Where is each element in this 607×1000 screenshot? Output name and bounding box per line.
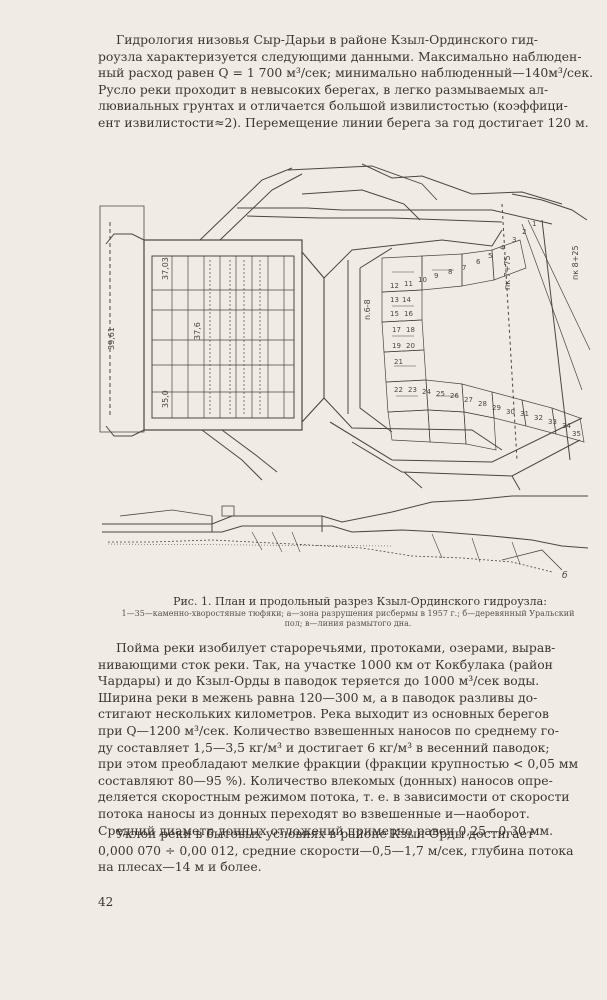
mattress-number: 25 xyxy=(436,390,445,398)
mattress-number: 33 xyxy=(548,418,557,426)
dim-label-37-03: 37,03 xyxy=(161,257,170,280)
text-line: ент извилистости≈2). Перемещение линии б… xyxy=(98,114,589,130)
mattress-number: 28 xyxy=(478,400,487,408)
mattress-number: 9 xyxy=(434,272,438,280)
mattress-number: 20 xyxy=(406,342,415,350)
mattress-number: 27 xyxy=(464,396,473,404)
mattress-number: 16 xyxy=(404,310,413,318)
longitudinal-section: б xyxy=(102,495,589,581)
text-line: составляют 80—95 %). Количество влекомых… xyxy=(98,772,553,788)
text-line: Ширина реки в межень равна 120—300 м, а … xyxy=(98,689,538,705)
paragraph-hydrology-intro: Гидрология низовья Сыр-Дарьи в районе Кз… xyxy=(98,32,598,132)
figure-caption: Рис. 1. План и продольный разрез Кзыл-Ор… xyxy=(173,595,547,608)
figure-legend: 1—35—каменно-хворостяные тюфяки; а—зона … xyxy=(98,609,598,629)
text-line: Чардары) и до Кзыл-Орды в паводок теряет… xyxy=(98,673,540,689)
text-line: при Q—1200 м³/сек. Количество взвешенных… xyxy=(98,722,559,738)
mattress-number: 4 xyxy=(500,244,505,252)
mattress-number: 13 xyxy=(390,296,399,304)
text-line: на плесах—14 м и более. xyxy=(98,859,262,875)
text-line: Русло реки проходит в невысоких берегах,… xyxy=(98,81,549,97)
dim-label-pk-8-25: пк 8+25 xyxy=(571,245,580,280)
mattress-number: 29 xyxy=(492,404,501,412)
text-line: Гидрология низовья Сыр-Дарьи в районе Кз… xyxy=(116,32,538,47)
text-line: Средний диаметр донных отложений примерн… xyxy=(98,822,554,838)
text-line: нивающими сток реки. Так, на участке 100… xyxy=(98,656,553,672)
text-line: деляется скоростным режимом потока, т. е… xyxy=(98,789,570,805)
text-line: Пойма реки изобилует староречьями, прото… xyxy=(116,640,556,655)
dim-label-n6-8: n.6-8 xyxy=(363,299,372,320)
mattress-number: 1 xyxy=(532,220,536,228)
text-line: ный расход равен Q = 1 700 м³/сек; миним… xyxy=(98,65,594,81)
mattress-number: 17 xyxy=(392,326,401,334)
mattress-number: 12 xyxy=(390,282,399,290)
section-label-b: б xyxy=(562,571,568,581)
paragraph-floodplain: Пойма реки изобилует староречьями, прото… xyxy=(98,640,598,839)
page-number: 42 xyxy=(98,895,114,909)
mattress-number: 2 xyxy=(522,228,526,236)
text-line: 0,000 070 ÷ 0,00 012, средние скорости—0… xyxy=(98,842,574,858)
mattress-number: 19 xyxy=(392,342,401,350)
plan-view: 39,61 37,03 37,6 35,0 n.6-8 пк 7+75 пк 8… xyxy=(99,163,591,491)
mattress-number: 15 xyxy=(390,310,399,318)
text-line: стигают нескольких километров. Река выхо… xyxy=(98,706,549,722)
mattress-number: 21 xyxy=(394,358,403,366)
paragraph-river-slope: Уклон реки в бытовых условиях в районе К… xyxy=(98,826,598,876)
mattress-number: 24 xyxy=(422,388,431,396)
legend-line: 1—35—каменно-хворостяные тюфяки; а—зона … xyxy=(121,609,575,618)
mattress-number: 35 xyxy=(572,430,581,438)
hydro-node-drawing: 39,61 37,03 37,6 35,0 n.6-8 пк 7+75 пк 8… xyxy=(99,163,591,581)
dim-label-39-61: 39,61 xyxy=(107,327,116,350)
text-line: ду составляет 1,5—3,5 кг/м³ и достигает … xyxy=(98,739,550,755)
mattress-number: 31 xyxy=(520,410,529,418)
mattress-number: 8 xyxy=(448,268,452,276)
text-line: роузла характеризуется следующими данным… xyxy=(98,48,582,64)
mattress-number: 34 xyxy=(562,422,571,430)
text-line: при этом преобладают мелкие фракции (фра… xyxy=(98,756,579,772)
mattress-number: 32 xyxy=(534,414,543,422)
mattress-number: 11 xyxy=(404,280,413,288)
dim-label-pk-7-75: пк 7+75 xyxy=(503,255,512,290)
mattress-number: 22 xyxy=(394,386,403,394)
mattress-number: 26 xyxy=(450,392,459,400)
mattress-number: 30 xyxy=(506,408,515,416)
text-line: потока наносы из донных переходят во взв… xyxy=(98,805,530,821)
text-line: Уклон реки в бытовых условиях в районе К… xyxy=(116,826,534,841)
dim-label-37-6: 37,6 xyxy=(193,322,202,340)
dim-label-35-0: 35,0 xyxy=(161,390,170,408)
mattress-number: 18 xyxy=(406,326,415,334)
legend-line: пол; в—линия размытого дна. xyxy=(284,619,412,628)
mattress-number: 23 xyxy=(408,386,417,394)
mattress-number: 7 xyxy=(462,264,466,272)
mattress-number: 14 xyxy=(402,296,411,304)
mattress-number: 10 xyxy=(418,276,427,284)
mattress-number: 6 xyxy=(476,258,481,266)
text-line: лювиальных грунтах и отличается большой … xyxy=(98,98,568,114)
mattress-number: 5 xyxy=(488,252,492,260)
mattress-number: 3 xyxy=(512,236,516,244)
